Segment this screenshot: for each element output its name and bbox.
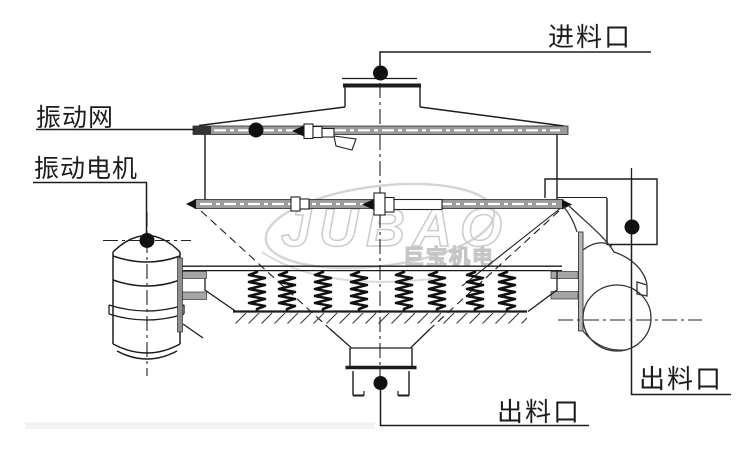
side-outlet-label: 出料口 [639, 364, 723, 394]
vibration-motor-label: 振动电机 [34, 155, 138, 183]
vibration-motor [33, 181, 207, 376]
feed-inlet-dot [373, 65, 388, 81]
machine-lid [198, 106, 565, 127]
watermark-swoosh [261, 251, 433, 283]
bottom-outlet-dot [373, 376, 388, 390]
lower-screen-band [186, 192, 572, 216]
motor-mount-arm-top [182, 271, 207, 279]
side-outlet-dot [624, 219, 640, 235]
discharge-ramp-line [461, 206, 563, 287]
motor-mount-arm-bottom [182, 291, 207, 300]
bottom-outlet-label: 出料口 [497, 397, 581, 427]
lower-ring-clamp [290, 192, 443, 216]
feed-inlet-assembly [342, 51, 651, 107]
motor-mount-plate [177, 257, 183, 333]
motor-marker-dot [139, 233, 155, 248]
vibrating-mesh-label: 振动网 [36, 104, 114, 132]
discharge-chute [544, 168, 658, 246]
watermark-brand-cn-text: 巨宝机电 [403, 245, 495, 269]
side-outlet-spout [550, 204, 702, 352]
bottom-outlet [345, 347, 589, 427]
support-bracket-right [527, 271, 558, 313]
discharge-funnel [200, 210, 560, 348]
mesh-marker-dot [248, 122, 264, 138]
side-outlet-leader-line [630, 179, 731, 396]
upper-ring-clamp [292, 123, 357, 151]
feed-inlet-label: 进料口 [548, 22, 632, 52]
callout-labels: 振动网 振动电机 进料口 出料口 出料口 [34, 22, 723, 427]
bottom-outlet-leader-line [379, 383, 589, 427]
scan-smudge [25, 422, 375, 429]
base-plate [233, 310, 527, 324]
